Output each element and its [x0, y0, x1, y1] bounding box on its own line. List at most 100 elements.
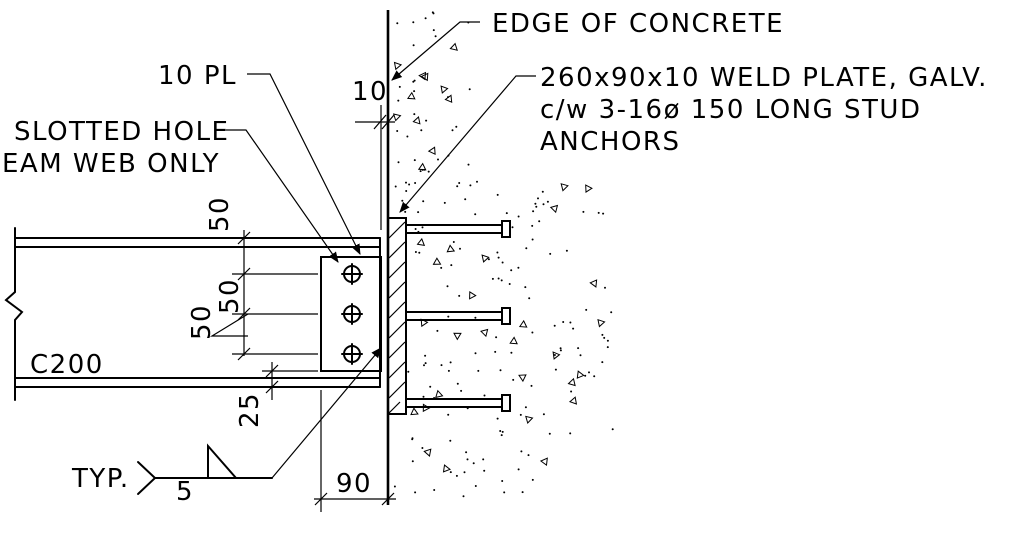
concrete-dot: [511, 226, 514, 229]
concrete-dot: [495, 336, 498, 339]
concrete-aggregate: [392, 113, 402, 122]
concrete-dot: [451, 129, 454, 132]
concrete-dot: [500, 434, 503, 437]
concrete-dot: [476, 180, 478, 183]
concrete-dot: [542, 203, 545, 206]
concrete-dot: [601, 333, 604, 336]
concrete-dot: [603, 336, 606, 339]
concrete-dot: [406, 135, 409, 138]
concrete-dot: [421, 447, 424, 449]
concrete-aggregate: [567, 377, 576, 387]
concrete-dot: [427, 170, 430, 173]
concrete-dot: [559, 347, 562, 350]
concrete-dot: [424, 362, 427, 365]
plate-label: 10 PL: [158, 61, 237, 91]
dim-label-10: 10: [352, 77, 388, 107]
concrete-dot: [569, 321, 572, 324]
concrete-dot: [584, 374, 587, 377]
concrete-aggregate: [453, 332, 462, 341]
edge-of-concrete-label: EDGE OF CONCRETE: [492, 9, 784, 39]
concrete-dot: [418, 251, 421, 254]
concrete-dot: [414, 251, 417, 253]
concrete-aggregate: [469, 291, 477, 300]
concrete-aggregate: [420, 72, 429, 82]
concrete-aggregate: [525, 415, 534, 424]
dimension-10: 10: [352, 77, 395, 230]
concrete-dot: [524, 406, 527, 409]
concrete-dot: [474, 316, 477, 319]
concrete-aggregate: [412, 116, 421, 125]
concrete-aggregate: [549, 204, 559, 214]
concrete-dot: [517, 468, 520, 471]
concrete-dot: [606, 346, 609, 349]
concrete-aggregate: [427, 146, 436, 156]
dim-label-left-50: 50: [187, 304, 217, 340]
concrete-dot: [452, 241, 455, 243]
concrete-dot: [450, 264, 453, 267]
concrete-dot: [447, 413, 450, 416]
concrete-dot: [497, 277, 500, 280]
concrete-dot: [531, 238, 534, 241]
concrete-dot: [546, 200, 549, 203]
concrete-dot: [440, 364, 443, 367]
concrete-dot: [447, 315, 450, 318]
concrete-aggregate: [518, 319, 528, 328]
concrete-dot: [531, 478, 534, 481]
concrete-dot: [570, 390, 573, 393]
weld-plate-label-line1: 260x90x10 WELD PLATE, GALV.: [540, 63, 988, 93]
concrete-dot: [577, 347, 580, 350]
concrete-dot: [420, 129, 423, 132]
concrete-dot: [440, 266, 443, 269]
concrete-dot: [393, 485, 396, 488]
concrete-dot: [432, 29, 435, 32]
concrete-dot: [505, 212, 508, 215]
concrete-dot: [477, 369, 480, 372]
concrete-aggregate: [509, 336, 518, 345]
concrete-dot: [413, 79, 416, 82]
concrete-dot: [413, 90, 416, 93]
concrete-aggregate: [568, 396, 578, 405]
weld-typ-label: TYP.: [71, 464, 130, 494]
concrete-dot: [432, 12, 435, 15]
concrete-dot: [446, 285, 449, 288]
concrete-dot: [538, 220, 541, 223]
concrete-dot: [405, 190, 408, 192]
concrete-dot: [424, 354, 427, 357]
concrete-aggregate: [432, 257, 442, 265]
concrete-dot: [512, 378, 515, 381]
concrete-dot: [474, 352, 477, 355]
concrete-dot: [530, 384, 533, 387]
concrete-dot: [508, 283, 511, 285]
concrete-dot: [455, 474, 458, 477]
concrete-dot: [496, 417, 499, 420]
concrete-dot: [474, 213, 477, 216]
concrete-aggregate: [406, 91, 416, 100]
concrete-dot: [534, 202, 537, 205]
dim-label-90: 90: [336, 469, 372, 499]
concrete-dot: [408, 183, 411, 186]
concrete-aggregate: [442, 464, 452, 473]
slotted-hole-label-line2: EAM WEB ONLY: [2, 149, 220, 179]
concrete-dot: [553, 354, 556, 356]
concrete-dot: [404, 210, 407, 213]
concrete-dot: [412, 80, 415, 83]
concrete-aggregate: [417, 162, 427, 171]
concrete-dot: [483, 469, 486, 472]
dimension-25: 25: [235, 362, 318, 428]
weld-plate: [387, 217, 407, 415]
concrete-dot: [531, 331, 534, 334]
concrete-aggregate: [552, 351, 561, 360]
stud-anchor: [405, 394, 511, 412]
concrete-dot: [463, 471, 466, 474]
concrete-dot: [397, 99, 400, 102]
concrete-aggregate: [440, 85, 449, 94]
concrete-dot: [414, 182, 417, 184]
concrete-dot: [472, 462, 475, 465]
concrete-aggregate: [444, 94, 453, 103]
concrete-dot: [449, 439, 452, 442]
concrete-dot: [497, 256, 500, 259]
c200-beam: [4, 227, 381, 401]
concrete-dot: [537, 197, 539, 200]
concrete-dot: [456, 382, 459, 385]
concrete-dot: [417, 211, 420, 214]
